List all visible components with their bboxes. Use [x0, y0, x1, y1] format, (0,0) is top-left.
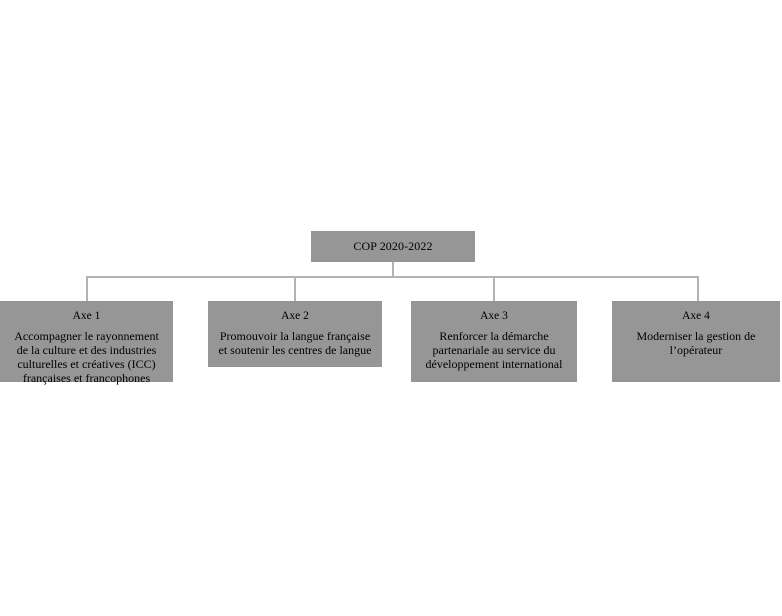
node-axe-1[interactable]: Axe 1 Accompagner le rayonnement de la c… — [0, 301, 173, 386]
node-axe-4-line-1: Moderniser la gestion de — [636, 328, 756, 343]
node-axe-2-line-2: et soutenir les centres de langue — [218, 342, 372, 357]
node-axe-1-line-2: de la culture et des industries — [16, 342, 157, 357]
node-axe-1-title: Axe 1 — [72, 310, 101, 322]
node-axe-2[interactable]: Axe 2 Promouvoir la langue française et … — [208, 301, 382, 367]
node-axe-1-line-4: françaises et francophones — [22, 371, 151, 386]
node-axe-4-line-2: l’opérateur — [669, 342, 723, 357]
node-axe-1-line-1: Accompagner le rayonnement — [14, 328, 159, 343]
node-axe-4[interactable]: Axe 4 Moderniser la gestion de l’opérate… — [612, 301, 780, 382]
node-axe-3-line-3: développement international — [425, 356, 563, 371]
connector-drop-axe-1 — [86, 276, 88, 301]
connector-drop-axe-4 — [697, 276, 699, 301]
node-axe-2-title: Axe 2 — [281, 310, 309, 322]
connector-drop-axe-3 — [493, 276, 495, 301]
node-cop-2020-2022[interactable]: COP 2020-2022 — [311, 231, 475, 262]
connector-horizontal-bus — [86, 276, 699, 278]
node-axe-3-line-2: partenariale au service du — [432, 342, 556, 357]
node-axe-3-title: Axe 3 — [480, 310, 508, 322]
node-axe-1-line-3: culturelles et créatives (ICC) — [17, 356, 156, 371]
connector-drop-axe-2 — [294, 276, 296, 301]
node-axe-4-title: Axe 4 — [682, 310, 710, 322]
connector-root-stub — [392, 262, 394, 277]
node-axe-2-line-1: Promouvoir la langue française — [219, 328, 371, 343]
node-axe-3[interactable]: Axe 3 Renforcer la démarche partenariale… — [411, 301, 577, 382]
node-axe-3-line-1: Renforcer la démarche — [439, 328, 549, 343]
node-root-title: COP 2020-2022 — [353, 239, 433, 254]
